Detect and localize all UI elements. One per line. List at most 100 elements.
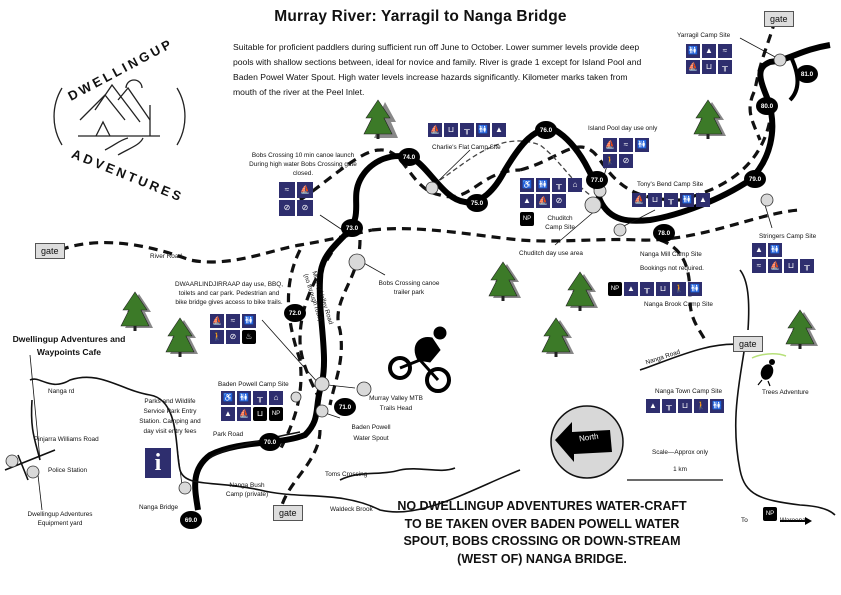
canoe-launch-icon: ⛵ bbox=[536, 194, 550, 208]
tent-icon: ▲ bbox=[492, 123, 506, 137]
nanga-town-label: Nanga Town Camp Site bbox=[655, 388, 723, 395]
dwellingup-logo bbox=[53, 79, 186, 156]
canoe-launch-icon: ⛵ bbox=[768, 259, 782, 273]
fireplace-icon: ⊔ bbox=[656, 282, 670, 296]
np-icon: NP bbox=[763, 507, 777, 521]
accessible-icon: ♿ bbox=[520, 178, 534, 192]
baden-powell-label: Baden Powell Camp Site bbox=[218, 381, 289, 388]
km-marker: 75.0 bbox=[466, 194, 488, 212]
bobs-crossing-icons: ≈⛵ ⊘⊘ bbox=[279, 182, 313, 216]
nanga-town-icons: ▲╥⊔🚶🚻 bbox=[646, 399, 724, 413]
no-canoe-icon: ⊘ bbox=[619, 154, 633, 168]
chuditch-icons: ♿🚻╥⌂ ▲⛵⊘ bbox=[520, 178, 582, 208]
nanga-bridge-label: Nanga Bridge bbox=[139, 504, 179, 511]
canoe-launch-icon: ⛵ bbox=[632, 193, 646, 207]
baden-powell-icons: ♿🚻╥⌂ ▲⛵⊔NP bbox=[221, 391, 283, 421]
gate-river-road: gate bbox=[35, 243, 65, 259]
nanga-mill-label: Nanga Mill Camp Site bbox=[640, 251, 702, 258]
fireplace-icon: ⊔ bbox=[253, 407, 267, 421]
waldeck-brook-label: Waldeck Brook bbox=[330, 506, 373, 513]
accessible-icon: ♿ bbox=[221, 391, 235, 405]
toilets-icon: 🚻 bbox=[242, 314, 256, 328]
fireplace-icon: ⊔ bbox=[784, 259, 798, 273]
island-pool-icons: ⛵≈🚻 🚶⊘ bbox=[603, 138, 649, 168]
tent-icon: ▲ bbox=[752, 243, 766, 257]
swimming-icon: ≈ bbox=[752, 259, 766, 273]
canoe-launch-icon: ⛵ bbox=[686, 60, 700, 74]
fireplace-icon: ⊔ bbox=[702, 60, 716, 74]
nanga-mill-note: Bookings not required. bbox=[640, 265, 704, 272]
bbq-shelter-icon: ⌂ bbox=[269, 391, 283, 405]
chuditch-label: Chuditch Camp Site bbox=[545, 215, 575, 231]
no-canoe-icon: ⊘ bbox=[552, 194, 566, 208]
toilets-icon: 🚻 bbox=[768, 243, 782, 257]
km-marker: 76.0 bbox=[535, 121, 557, 139]
picnic-table-icon: ╥ bbox=[640, 282, 654, 296]
nanga-bush-label: Nanga Bush Camp (private) bbox=[225, 482, 269, 498]
picnic-table-icon: ╥ bbox=[460, 123, 474, 137]
intro-text: Suitable for proficient paddlers during … bbox=[233, 42, 642, 97]
canoe-launch-icon: ⛵ bbox=[297, 182, 313, 198]
watercraft-warning: NO DWELLINGUP ADVENTURES WATER-CRAFT TO … bbox=[397, 499, 687, 566]
np-icon: NP bbox=[269, 407, 283, 421]
baden-spout-label: Baden Powell Water Spout bbox=[351, 424, 391, 442]
km-marker: 80.0 bbox=[756, 97, 778, 115]
tent-icon: ▲ bbox=[221, 407, 235, 421]
km-marker: 78.0 bbox=[653, 224, 675, 242]
walking-icon: 🚶 bbox=[603, 154, 617, 168]
tent-icon: ▲ bbox=[696, 193, 710, 207]
np-icon: NP bbox=[608, 282, 622, 296]
park-road-label: Park Road bbox=[213, 431, 244, 438]
swimming-icon: ≈ bbox=[718, 44, 732, 58]
tent-icon: ▲ bbox=[624, 282, 638, 296]
canoe-launch-icon: ⛵ bbox=[237, 407, 251, 421]
river-road-label: River Road bbox=[150, 253, 182, 260]
toilets-icon: 🚻 bbox=[680, 193, 694, 207]
charlies-flat-icons: ⛵⊔╥🚻▲ bbox=[428, 123, 506, 137]
charlies-flat-label: Charlie's Flat Camp Site bbox=[432, 144, 501, 151]
nanga-brook-label: Nanga Brook Camp Site bbox=[644, 301, 713, 308]
km-marker: 72.0 bbox=[284, 304, 306, 322]
bobs-crossing-label: Bobs Crossing 10 min canoe launch During… bbox=[249, 152, 357, 177]
fireplace-icon: ⊔ bbox=[678, 399, 692, 413]
bbq-icon: ♨ bbox=[242, 330, 256, 344]
km-marker: 74.0 bbox=[398, 148, 420, 166]
tracks bbox=[59, 19, 801, 506]
to-label: To bbox=[741, 517, 748, 524]
toilets-icon: 🚻 bbox=[688, 282, 702, 296]
toilets-icon: 🚻 bbox=[710, 399, 724, 413]
swimming-icon: ≈ bbox=[279, 182, 295, 198]
picnic-table-icon: ╥ bbox=[552, 178, 566, 192]
pine-trees bbox=[120, 99, 818, 357]
no-canoe-icon: ⊘ bbox=[297, 200, 313, 216]
mtb-rider-icon bbox=[388, 326, 451, 393]
picnic-table-icon: ╥ bbox=[662, 399, 676, 413]
yarragil-icons: 🚻▲≈ ⛵⊔╥ bbox=[686, 44, 732, 74]
toilets-icon: 🚻 bbox=[237, 391, 251, 405]
km-marker: 77.0 bbox=[586, 171, 608, 189]
gate-south: gate bbox=[273, 505, 303, 521]
stringers-label: Stringers Camp Site bbox=[759, 233, 817, 240]
tonys-bend-icons: ⛵⊔╥🚻▲ bbox=[632, 193, 710, 207]
swimming-icon: ≈ bbox=[619, 138, 633, 152]
fireplace-icon: ⊔ bbox=[648, 193, 662, 207]
no-canoe-icon: ⊘ bbox=[226, 330, 240, 344]
nanga-brook-icons: NP▲╥⊔🚶🚻 bbox=[608, 282, 702, 296]
swimming-icon: ≈ bbox=[226, 314, 240, 328]
km-marker: 69.0 bbox=[180, 511, 202, 529]
scale-value: 1 km bbox=[673, 466, 687, 473]
bobs-trailer-label: Bobs Crossing canoe trailer park bbox=[378, 280, 440, 296]
waroona-label: Waroona bbox=[780, 517, 806, 524]
toilets-icon: 🚻 bbox=[476, 123, 490, 137]
dwaarlindjirraap-icons: ⛵≈🚻 🚶⊘♨ bbox=[210, 314, 256, 344]
map-title: Murray River: Yarragil to Nanga Bridge bbox=[274, 8, 567, 25]
dwaarlindjirraap-label: DWAARLINDJIRRAAP day use, BBQ, toilets a… bbox=[175, 281, 283, 306]
tonys-bend-label: Tony's Bend Camp Site bbox=[637, 181, 704, 188]
km-marker: 70.0 bbox=[259, 433, 281, 451]
equipment-yard-label: Dwellingup Adventures Equipment yard bbox=[27, 511, 93, 527]
fireplace-icon: ⊔ bbox=[444, 123, 458, 137]
km-marker: 73.0 bbox=[341, 219, 363, 237]
walking-icon: 🚶 bbox=[210, 330, 224, 344]
picnic-table-icon: ╥ bbox=[800, 259, 814, 273]
